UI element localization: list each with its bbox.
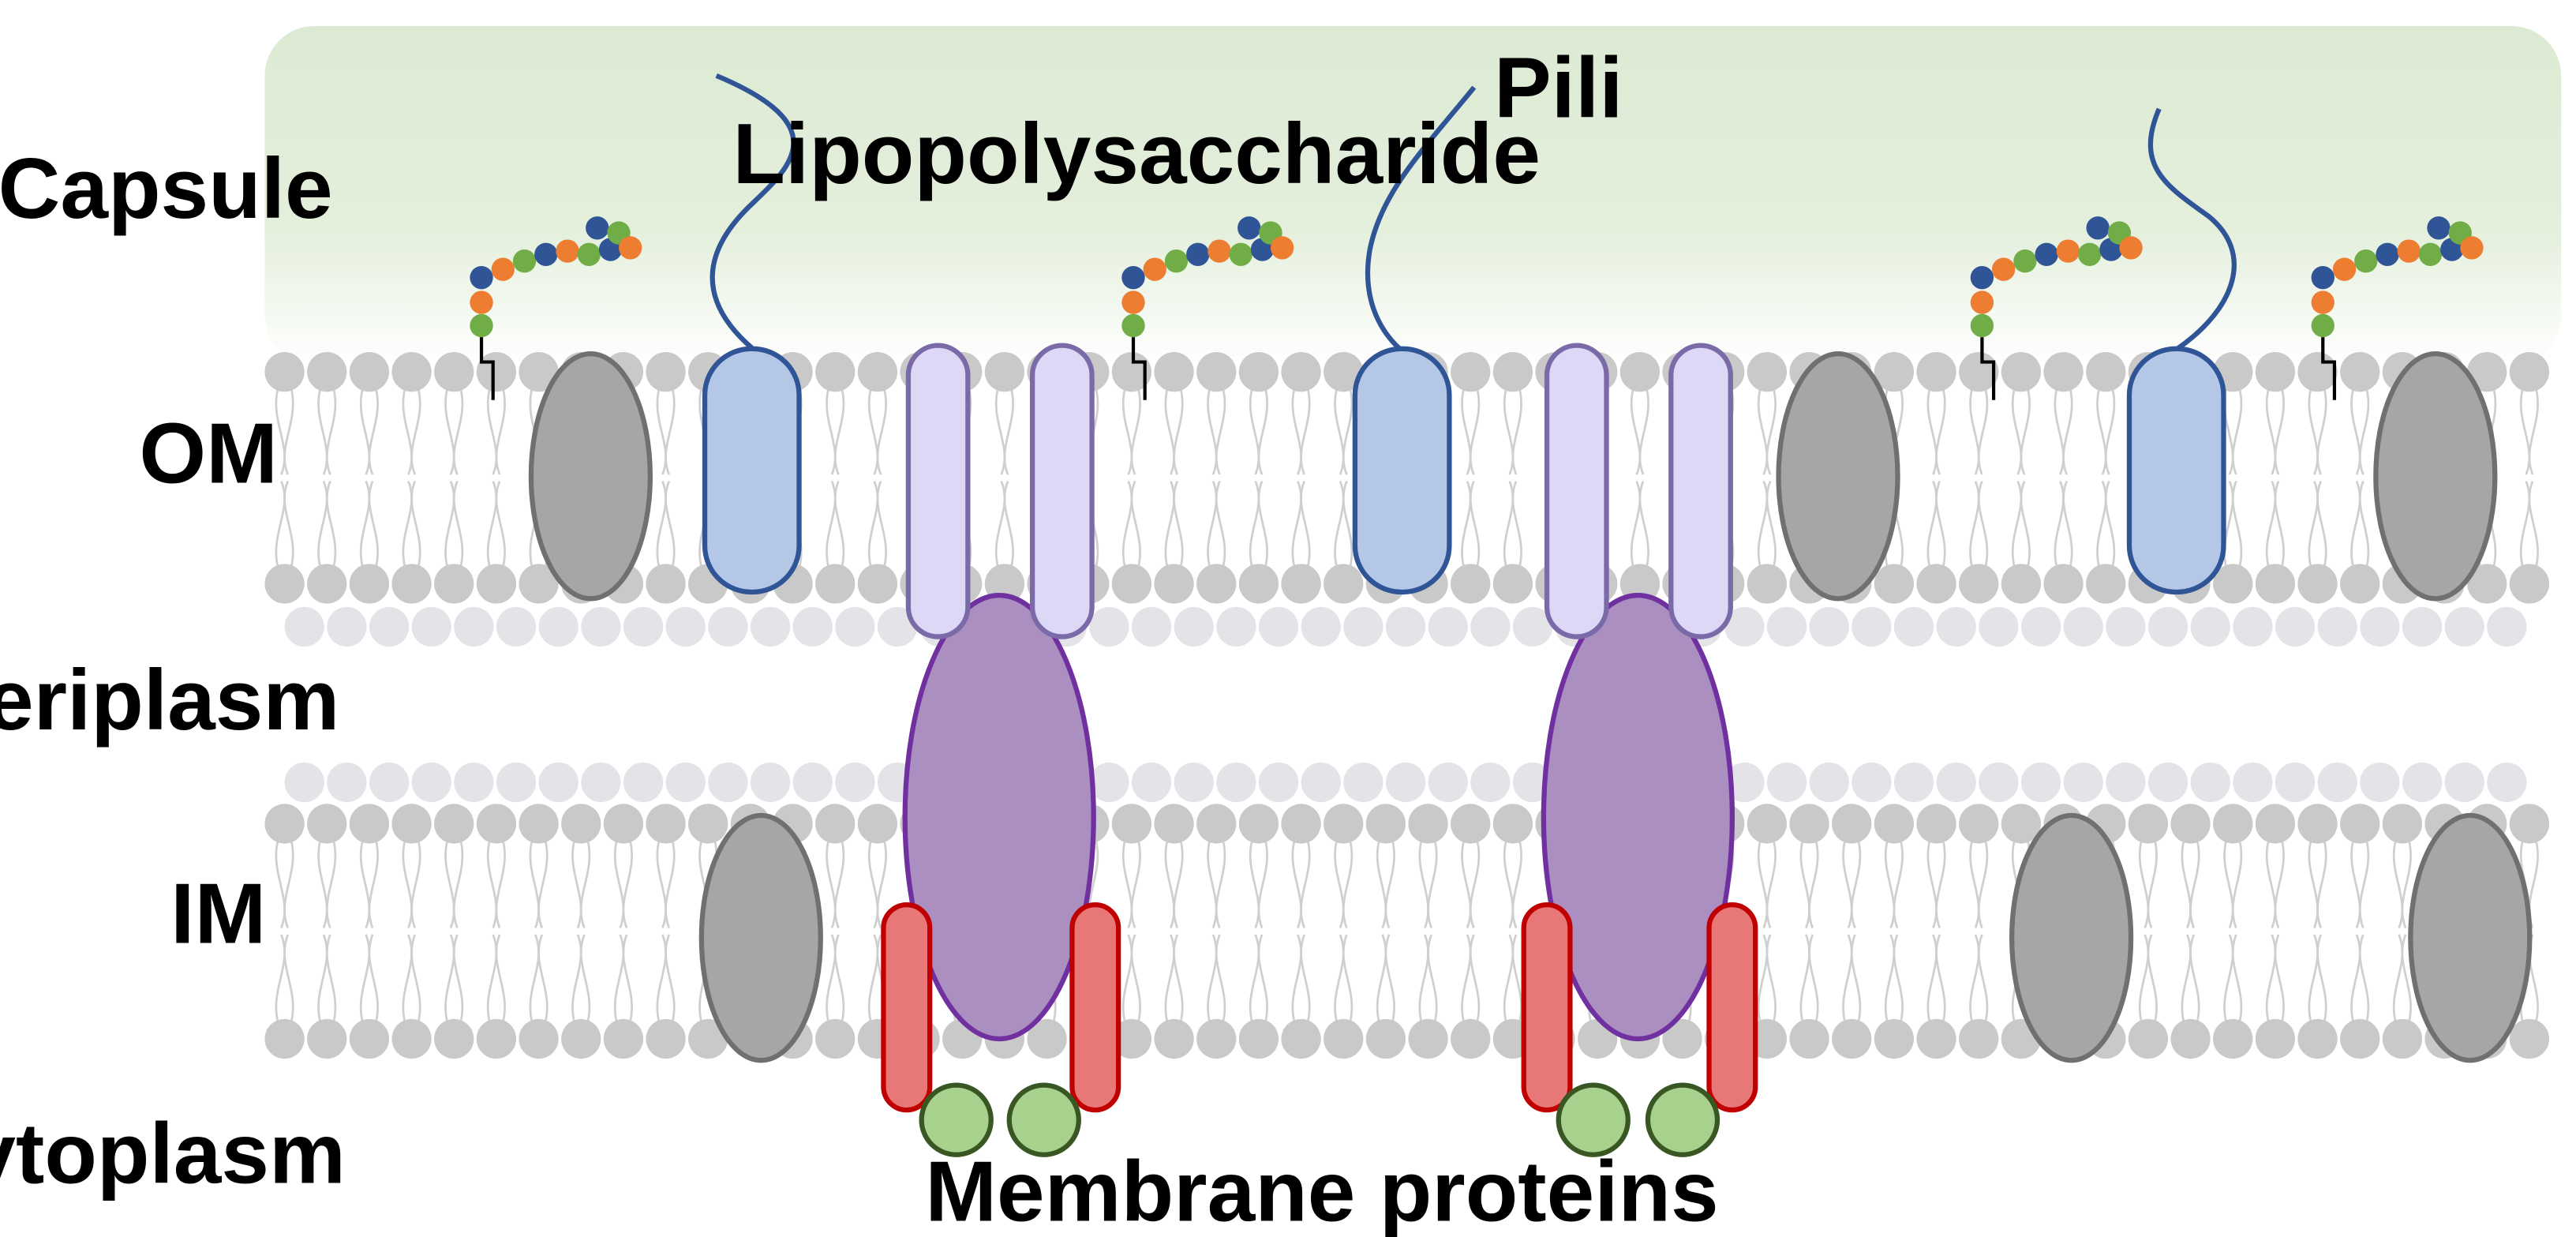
om-gray-protein xyxy=(528,350,653,602)
im-gray-protein xyxy=(2009,812,2134,1063)
membrane-proteins-label: Membrane proteins xyxy=(925,1144,1718,1237)
inner-membrane xyxy=(264,762,2550,1059)
membrane-protein-icon xyxy=(1521,343,1758,1157)
om-gray-protein xyxy=(1776,350,1900,602)
pilus-icon xyxy=(2126,107,2237,595)
periplasm-label: Periplasm xyxy=(0,652,339,748)
membrane-protein-icon xyxy=(881,343,1121,1157)
capsule-label: Capsule xyxy=(0,141,333,237)
im-gray-protein xyxy=(2408,812,2533,1063)
pilus-icon xyxy=(1352,85,1477,595)
im-gray-protein xyxy=(698,812,823,1063)
cytoplasm-label: Cytoplasm xyxy=(0,1105,346,1201)
lipopolysaccharide-icon xyxy=(470,216,642,400)
lipid-heads xyxy=(264,804,2550,1059)
im-label: IM xyxy=(170,865,266,961)
lipid-back-row xyxy=(284,606,2527,647)
pilus-icon xyxy=(702,73,802,595)
lipopolysaccharide-icon xyxy=(1970,216,2143,400)
lipopolysaccharide-label: Lipopolysaccharide xyxy=(732,106,1541,202)
lipopolysaccharide-group xyxy=(470,216,2484,400)
om-gray-protein xyxy=(2373,350,2498,602)
lipid-back-row xyxy=(284,762,2527,803)
lipid-tails xyxy=(275,840,2539,1023)
pili-label: Pili xyxy=(1494,39,1623,136)
lipopolysaccharide-icon xyxy=(1121,216,1294,400)
om-label: OM xyxy=(139,406,278,502)
lipopolysaccharide-icon xyxy=(2311,216,2484,400)
